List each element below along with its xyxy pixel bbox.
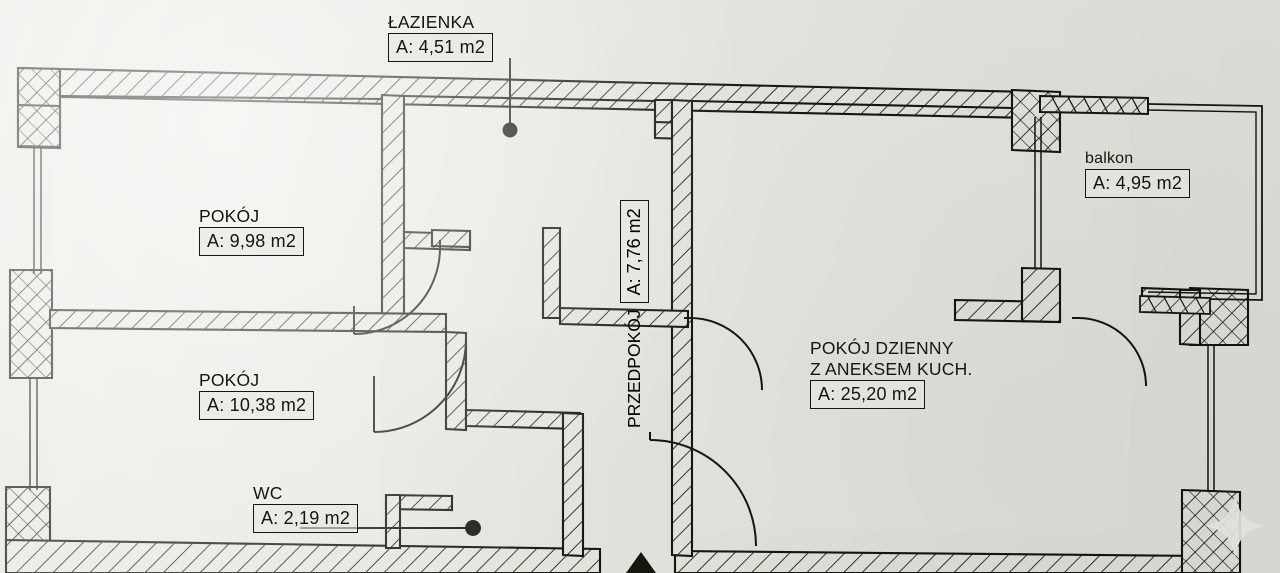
room-name-wc: WC [253, 483, 283, 503]
room-name-balkon: balkon [1085, 150, 1134, 167]
entrance-arrow-icon [626, 552, 656, 573]
room-area-wc: A: 2,19 m2 [253, 504, 359, 533]
room-area-przedpokoj: A: 7,76 m2 [620, 200, 649, 304]
room-label-wc: WC A: 2,19 m2 [253, 483, 359, 533]
room-label-lazienka: ŁAZIENKA A: 4,51 m2 [388, 12, 494, 62]
room-name-pokoj-dzienny-line1: POKÓJ DZIENNY [810, 338, 954, 358]
leader-dot-bathroom [502, 122, 518, 138]
room-label-pokoj-1: POKÓJ A: 9,98 m2 [199, 206, 305, 256]
room-area-pokoj-2: A: 10,38 m2 [199, 391, 315, 420]
room-label-pokoj-2: POKÓJ A: 10,38 m2 [199, 370, 315, 420]
room-name-pokoj-2: POKÓJ [199, 370, 260, 390]
room-area-lazienka: A: 4,51 m2 [388, 33, 494, 62]
room-name-lazienka: ŁAZIENKA [388, 12, 475, 32]
room-label-pokoj-dzienny: POKÓJ DZIENNY Z ANEKSEM KUCH. A: 25,20 m… [810, 338, 972, 409]
room-label-przedpokoj: PRZEDPOKÓJ A: 7,76 m2 [620, 200, 649, 428]
room-area-pokoj-dzienny: A: 25,20 m2 [810, 380, 926, 409]
room-name-pokoj-1: POKÓJ [199, 206, 260, 226]
room-name-przedpokoj: PRZEDPOKÓJ [624, 309, 644, 428]
room-name-pokoj-dzienny-line2: Z ANEKSEM KUCH. [810, 359, 973, 379]
room-label-balkon: balkon A: 4,95 m2 [1085, 148, 1191, 198]
room-area-balkon: A: 4,95 m2 [1085, 169, 1191, 198]
leader-dot-wc [465, 520, 481, 536]
room-area-pokoj-1: A: 9,98 m2 [199, 227, 305, 256]
